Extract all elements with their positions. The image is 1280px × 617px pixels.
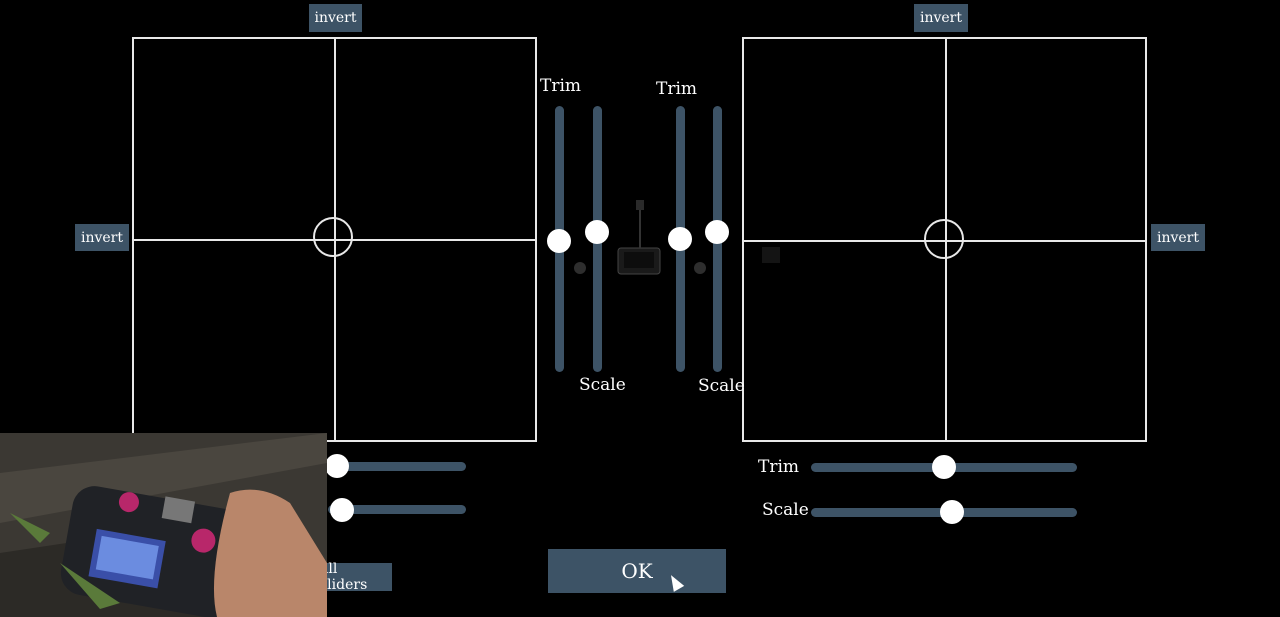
left-stick-pad[interactable] xyxy=(132,37,537,442)
right-stick-pad[interactable] xyxy=(742,37,1147,442)
bottom-right-trim-label: Trim xyxy=(758,457,800,477)
small-square-marker xyxy=(762,247,780,263)
invert-left-vertical-button[interactable]: invert xyxy=(309,4,362,32)
right-trim-slider-knob[interactable] xyxy=(668,227,692,251)
bottom-right-scale-slider-knob[interactable] xyxy=(940,500,964,524)
bottom-left-scale-slider-track[interactable] xyxy=(328,505,466,514)
bottom-left-scale-slider-knob[interactable] xyxy=(330,498,354,522)
video-overlay-image xyxy=(0,433,327,617)
left-scale-slider-knob[interactable] xyxy=(585,220,609,244)
left-stick-position-indicator xyxy=(313,217,353,257)
right-trim-label: Trim xyxy=(656,79,698,99)
invert-right-horizontal-button[interactable]: invert xyxy=(1151,224,1205,251)
left-scale-label: Scale xyxy=(579,375,626,395)
invert-right-vertical-button[interactable]: invert xyxy=(914,4,968,32)
left-trim-slider-knob[interactable] xyxy=(547,229,571,253)
reset-all-sliders-button[interactable]: all sliders xyxy=(320,561,392,593)
drone-model-image xyxy=(574,200,706,275)
ok-button[interactable]: OK xyxy=(548,549,726,593)
right-stick-position-indicator xyxy=(924,219,964,259)
bottom-right-scale-label: Scale xyxy=(762,500,809,520)
right-scale-label: Scale xyxy=(698,376,745,396)
rc-transmitter-image xyxy=(0,433,327,617)
bottom-left-trim-slider-knob[interactable] xyxy=(325,454,349,478)
bottom-left-trim-slider-track[interactable] xyxy=(328,462,466,471)
invert-left-horizontal-button[interactable]: invert xyxy=(75,224,129,251)
left-trim-label: Trim xyxy=(540,76,582,96)
right-scale-slider-knob[interactable] xyxy=(705,220,729,244)
bottom-right-trim-slider-knob[interactable] xyxy=(932,455,956,479)
